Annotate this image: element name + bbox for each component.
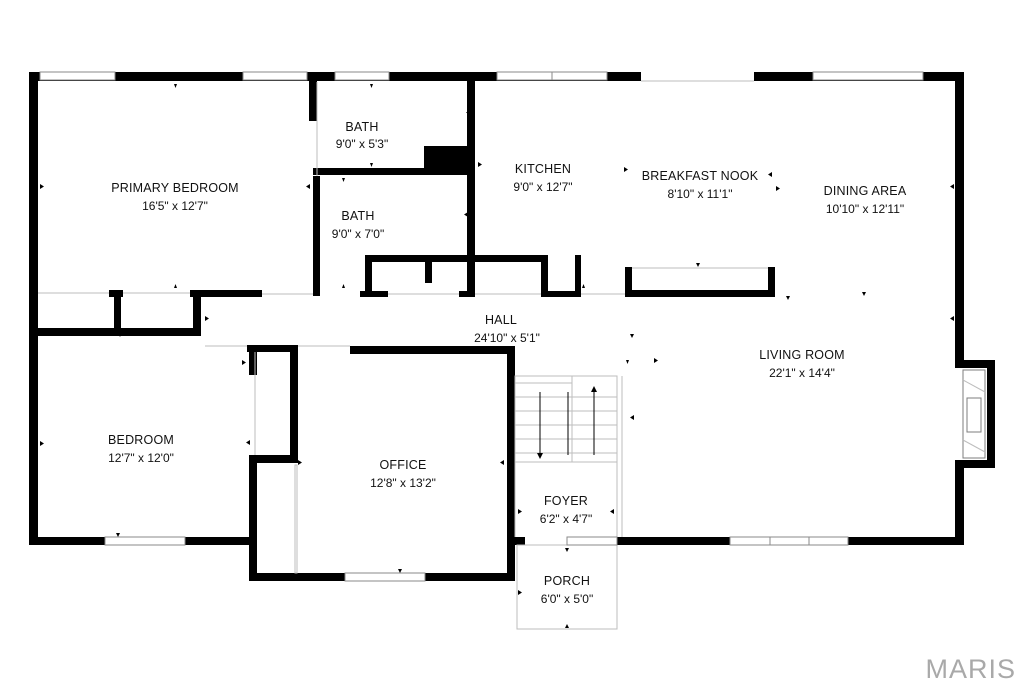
room-dimensions: 24'10" x 5'1"	[474, 331, 540, 345]
room-dimensions: 9'0" x 12'7"	[513, 180, 572, 194]
room-name: FOYER	[544, 494, 588, 508]
room-name: BREAKFAST NOOK	[642, 169, 759, 183]
windows	[39, 71, 924, 582]
room-name: BEDROOM	[108, 433, 174, 447]
room-dimensions: 6'0" x 5'0"	[541, 592, 593, 606]
room-name: OFFICE	[379, 458, 426, 472]
room-dimensions: 8'10" x 11'1"	[668, 187, 733, 201]
room-dimensions: 22'1" x 14'4"	[769, 366, 835, 380]
dimension-ticks	[40, 84, 954, 628]
room-bath-2: BATH 9'0" x 7'0"	[332, 209, 384, 241]
fireplace	[962, 369, 986, 459]
room-dimensions: 9'0" x 7'0"	[332, 227, 384, 241]
room-dimensions: 6'2" x 4'7"	[540, 512, 592, 526]
room-hall: HALL 24'10" x 5'1"	[474, 313, 540, 345]
room-dimensions: 10'10" x 12'11"	[826, 202, 904, 216]
room-office: OFFICE 12'8" x 13'2"	[370, 458, 436, 490]
room-name: PRIMARY BEDROOM	[111, 181, 239, 195]
room-name: BATH	[345, 120, 378, 134]
room-kitchen: KITCHEN 9'0" x 12'7"	[513, 162, 572, 194]
opening-lines	[38, 80, 754, 630]
room-dimensions: 12'7" x 12'0"	[108, 451, 174, 465]
interior-walls	[29, 76, 775, 581]
staircase	[514, 375, 618, 463]
room-dimensions: 9'0" x 5'3"	[336, 137, 388, 151]
room-porch: PORCH 6'0" x 5'0"	[541, 574, 593, 606]
room-dimensions: 12'8" x 13'2"	[370, 476, 436, 490]
room-bath-1: BATH 9'0" x 5'3"	[336, 120, 388, 151]
room-breakfast-nook: BREAKFAST NOOK 8'10" x 11'1"	[642, 169, 759, 201]
room-dimensions: 16'5" x 12'7"	[142, 199, 208, 213]
room-primary-bedroom: PRIMARY BEDROOM 16'5" x 12'7"	[111, 181, 239, 213]
room-name: DINING AREA	[824, 184, 907, 198]
room-bedroom: BEDROOM 12'7" x 12'0"	[108, 433, 174, 465]
room-living-room: LIVING ROOM 22'1" x 14'4"	[759, 348, 845, 380]
room-name: BATH	[341, 209, 374, 223]
room-name: PORCH	[544, 574, 590, 588]
maris-watermark: MARIS	[925, 654, 1016, 684]
room-name: KITCHEN	[515, 162, 571, 176]
room-dining-area: DINING AREA 10'10" x 12'11"	[824, 184, 907, 216]
room-name: HALL	[485, 313, 517, 327]
room-foyer: FOYER 6'2" x 4'7"	[540, 494, 592, 526]
room-name: LIVING ROOM	[759, 348, 845, 362]
